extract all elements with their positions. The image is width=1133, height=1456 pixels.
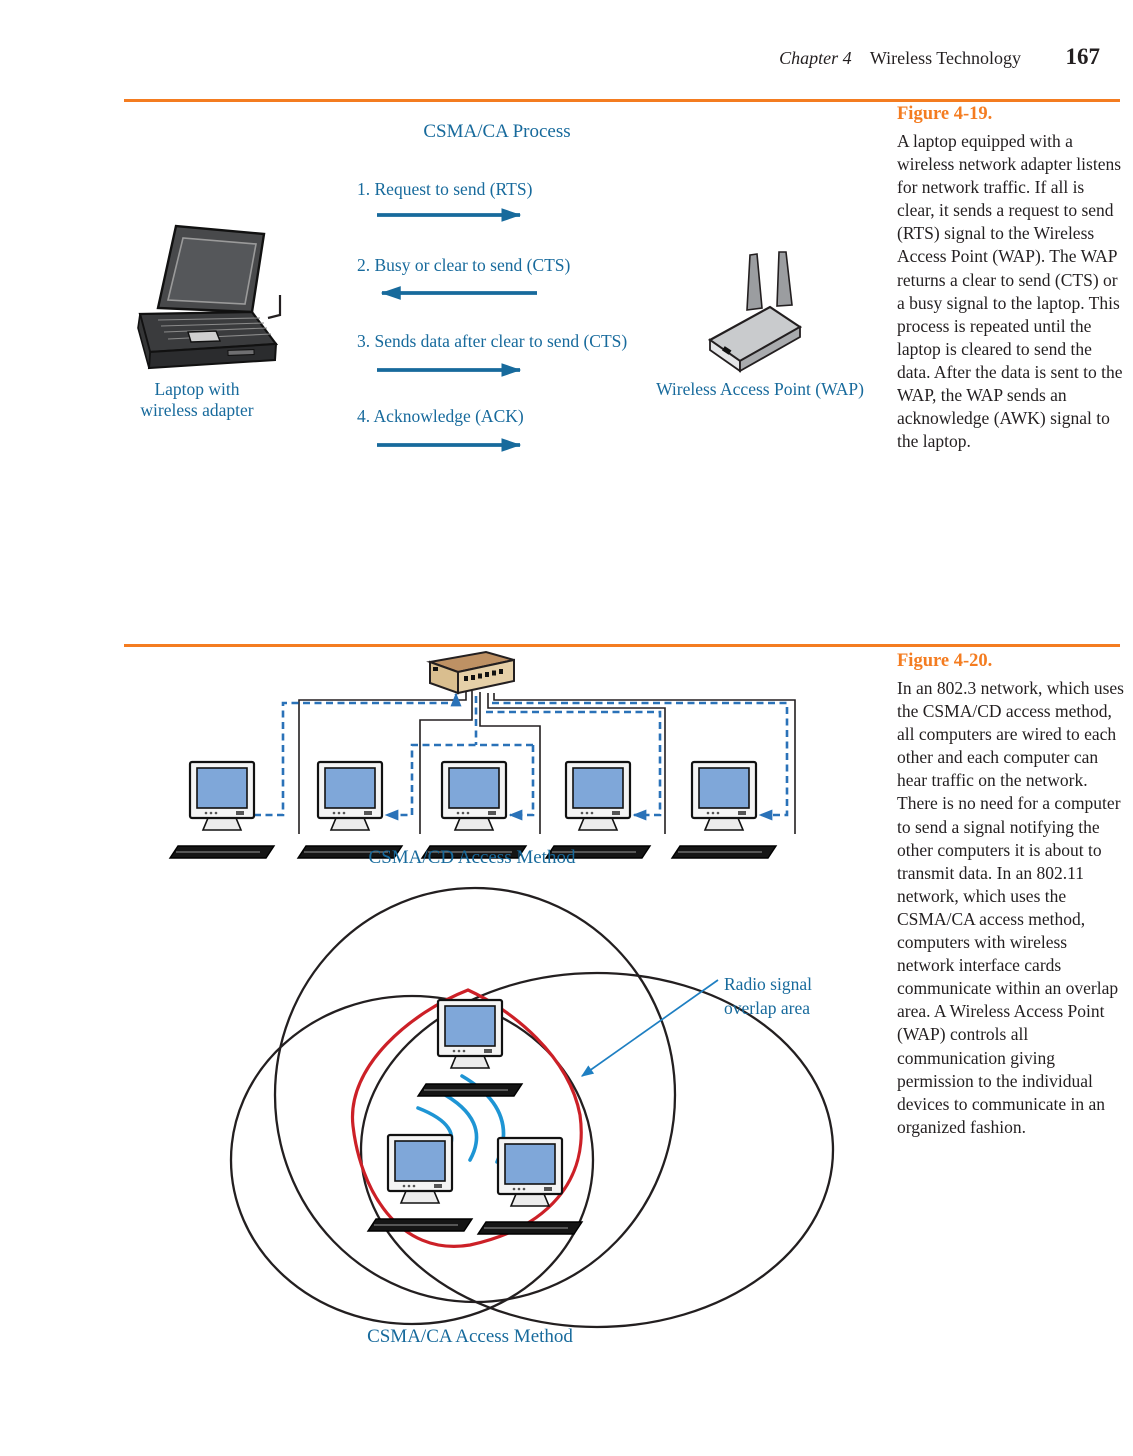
overlap-label-line1: Radio signal bbox=[724, 974, 812, 994]
figure20-title: Figure 4-20. bbox=[897, 651, 993, 671]
signal-hub-to-pc2 bbox=[384, 743, 533, 821]
hub-icon bbox=[426, 650, 515, 695]
laptop-label-line2: wireless adapter bbox=[140, 400, 253, 420]
wireless-pc-left bbox=[366, 1133, 474, 1233]
signal-hub-to-pc3 bbox=[508, 745, 535, 821]
coverage-circle-left bbox=[229, 994, 595, 1326]
laptop-icon bbox=[137, 224, 282, 370]
figure20-caption: In an 802.3 network, which uses the CSMA… bbox=[897, 678, 1124, 1137]
wireless-antenna bbox=[267, 295, 282, 320]
page-number: 167 bbox=[1065, 44, 1101, 69]
laptop-label-line1: Laptop with bbox=[154, 379, 239, 399]
chapter-label: Chapter 4 bbox=[779, 48, 852, 68]
csmaca-label: CSMA/CA Access Method bbox=[367, 1326, 573, 1347]
step-3-label: 3. Sends data after clear to send (CTS) bbox=[357, 331, 627, 351]
signal-pc1-to-hub bbox=[254, 692, 462, 817]
signal-hub-to-pc5 bbox=[492, 701, 789, 821]
chapter-title: Wireless Technology bbox=[869, 48, 1021, 68]
page-header: Chapter 4 Wireless Technology 167 bbox=[0, 44, 1100, 70]
pc-3 bbox=[420, 760, 528, 860]
section-rule-top bbox=[124, 99, 1120, 102]
wap-label: Wireless Access Point (WAP) bbox=[656, 379, 864, 399]
signal-paths bbox=[254, 692, 789, 821]
figure20-diagram: CSMA/CD Access Method Radio signal overl… bbox=[168, 650, 835, 1347]
csmacd-label: CSMA/CD Access Method bbox=[369, 847, 576, 868]
section-rule-middle bbox=[124, 644, 1120, 647]
coverage-circles bbox=[229, 886, 835, 1329]
wap-antenna-right bbox=[776, 251, 793, 307]
figure19-caption: A laptop equipped with a wireless networ… bbox=[897, 131, 1123, 452]
overlap-label-line2: overlap area bbox=[724, 998, 810, 1018]
pc-2 bbox=[296, 760, 404, 860]
wap-icon bbox=[707, 251, 803, 373]
step-4-label: 4. Acknowledge (ACK) bbox=[357, 406, 524, 426]
pc-1 bbox=[168, 760, 276, 860]
step-2-label: 2. Busy or clear to send (CTS) bbox=[357, 255, 571, 275]
network-cables bbox=[298, 690, 796, 834]
wap-antenna-left bbox=[746, 253, 763, 311]
figure19-diagram: CSMA/CA Process 1. Request to send (RTS)… bbox=[137, 121, 864, 452]
overlap-leader-arrow bbox=[580, 979, 719, 1077]
csma-ca-process-title: CSMA/CA Process bbox=[423, 121, 570, 142]
pc-4 bbox=[544, 760, 652, 860]
pc-5 bbox=[670, 760, 778, 860]
coverage-circle-right bbox=[359, 971, 835, 1329]
overlap-boundary bbox=[350, 988, 583, 1248]
step-1-label: 1. Request to send (RTS) bbox=[357, 179, 533, 199]
figure19-title: Figure 4-19. bbox=[897, 104, 993, 124]
signal-hub-to-pc4 bbox=[486, 710, 662, 821]
